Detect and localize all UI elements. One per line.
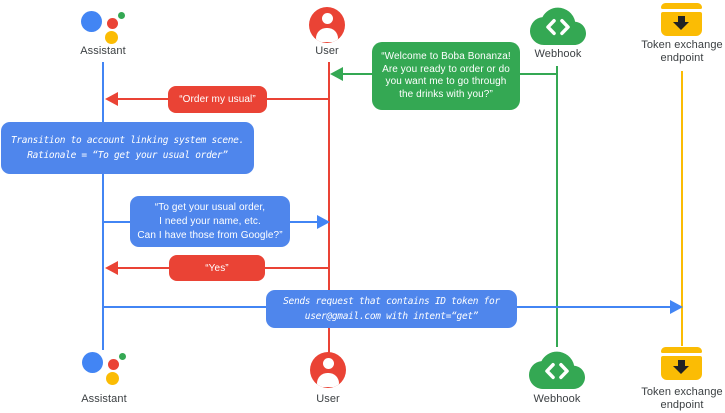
arrowhead-right-icon xyxy=(317,215,330,229)
note-line: Rationale = “To get your usual order” xyxy=(27,150,228,161)
token-endpoint-lifeline xyxy=(681,71,683,346)
note-line: user@gmail.com with intent=“get” xyxy=(304,311,479,322)
welcome-message-box: “Welcome to Boba Bonanza! Are you ready … xyxy=(372,42,520,110)
webhook-lifeline xyxy=(556,66,558,347)
person-icon xyxy=(309,7,345,43)
actor-label-line: Token exchange xyxy=(641,386,723,398)
message-line: “To get your usual order, xyxy=(154,201,266,213)
cloud-code-icon xyxy=(530,7,586,45)
arrowhead-left-icon xyxy=(105,92,118,106)
message-line: Are you ready to order or do xyxy=(382,63,510,75)
order-usual-box: “Order my usual” xyxy=(168,86,267,113)
message-line: the drinks with you?” xyxy=(399,88,493,100)
yes-box: “Yes” xyxy=(169,255,265,281)
message-line: I need your name, etc. xyxy=(159,215,261,227)
assistant-lifeline xyxy=(102,62,104,350)
arrowhead-left-icon xyxy=(105,261,118,275)
note-line: Transition to account linking system sce… xyxy=(10,135,245,146)
actor-label-line: endpoint xyxy=(660,399,704,411)
actor-label-webhook: Webhook xyxy=(533,393,581,405)
actor-label-user: User xyxy=(316,393,340,405)
google-assistant-icon xyxy=(75,5,127,51)
message-line: you want me to go through xyxy=(385,76,507,87)
google-assistant-icon xyxy=(76,346,128,392)
ask-details-box: “To get your usual order, I need your na… xyxy=(130,196,290,247)
user-lifeline xyxy=(328,62,330,353)
actor-label-assistant: Assistant xyxy=(80,45,126,57)
person-icon xyxy=(310,352,346,388)
actor-label-assistant: Assistant xyxy=(81,393,127,405)
message-line: “Welcome to Boba Bonanza! xyxy=(381,51,511,62)
message-text: “Order my usual” xyxy=(179,94,256,105)
actor-label-token-endpoint: Token exchange endpoint xyxy=(632,386,725,412)
arrowhead-left-icon xyxy=(330,67,343,81)
message-line: Can I have those from Google?” xyxy=(137,229,283,241)
cloud-code-icon xyxy=(529,351,585,389)
actor-label-webhook: Webhook xyxy=(534,48,582,60)
note-line: Sends request that contains ID token for xyxy=(283,296,500,307)
actor-label-user: User xyxy=(315,45,339,57)
arrowhead-right-icon xyxy=(670,300,683,314)
message-text: “Yes” xyxy=(205,262,229,274)
actor-label-token-endpoint: Token exchange endpoint xyxy=(632,39,725,65)
archive-download-icon xyxy=(661,3,702,36)
sends-request-box: Sends request that contains ID token for… xyxy=(266,290,517,328)
actor-label-line: endpoint xyxy=(660,52,704,64)
transition-note-box: Transition to account linking system sce… xyxy=(1,122,254,174)
archive-download-icon xyxy=(661,347,702,380)
actor-label-line: Token exchange xyxy=(641,39,723,51)
